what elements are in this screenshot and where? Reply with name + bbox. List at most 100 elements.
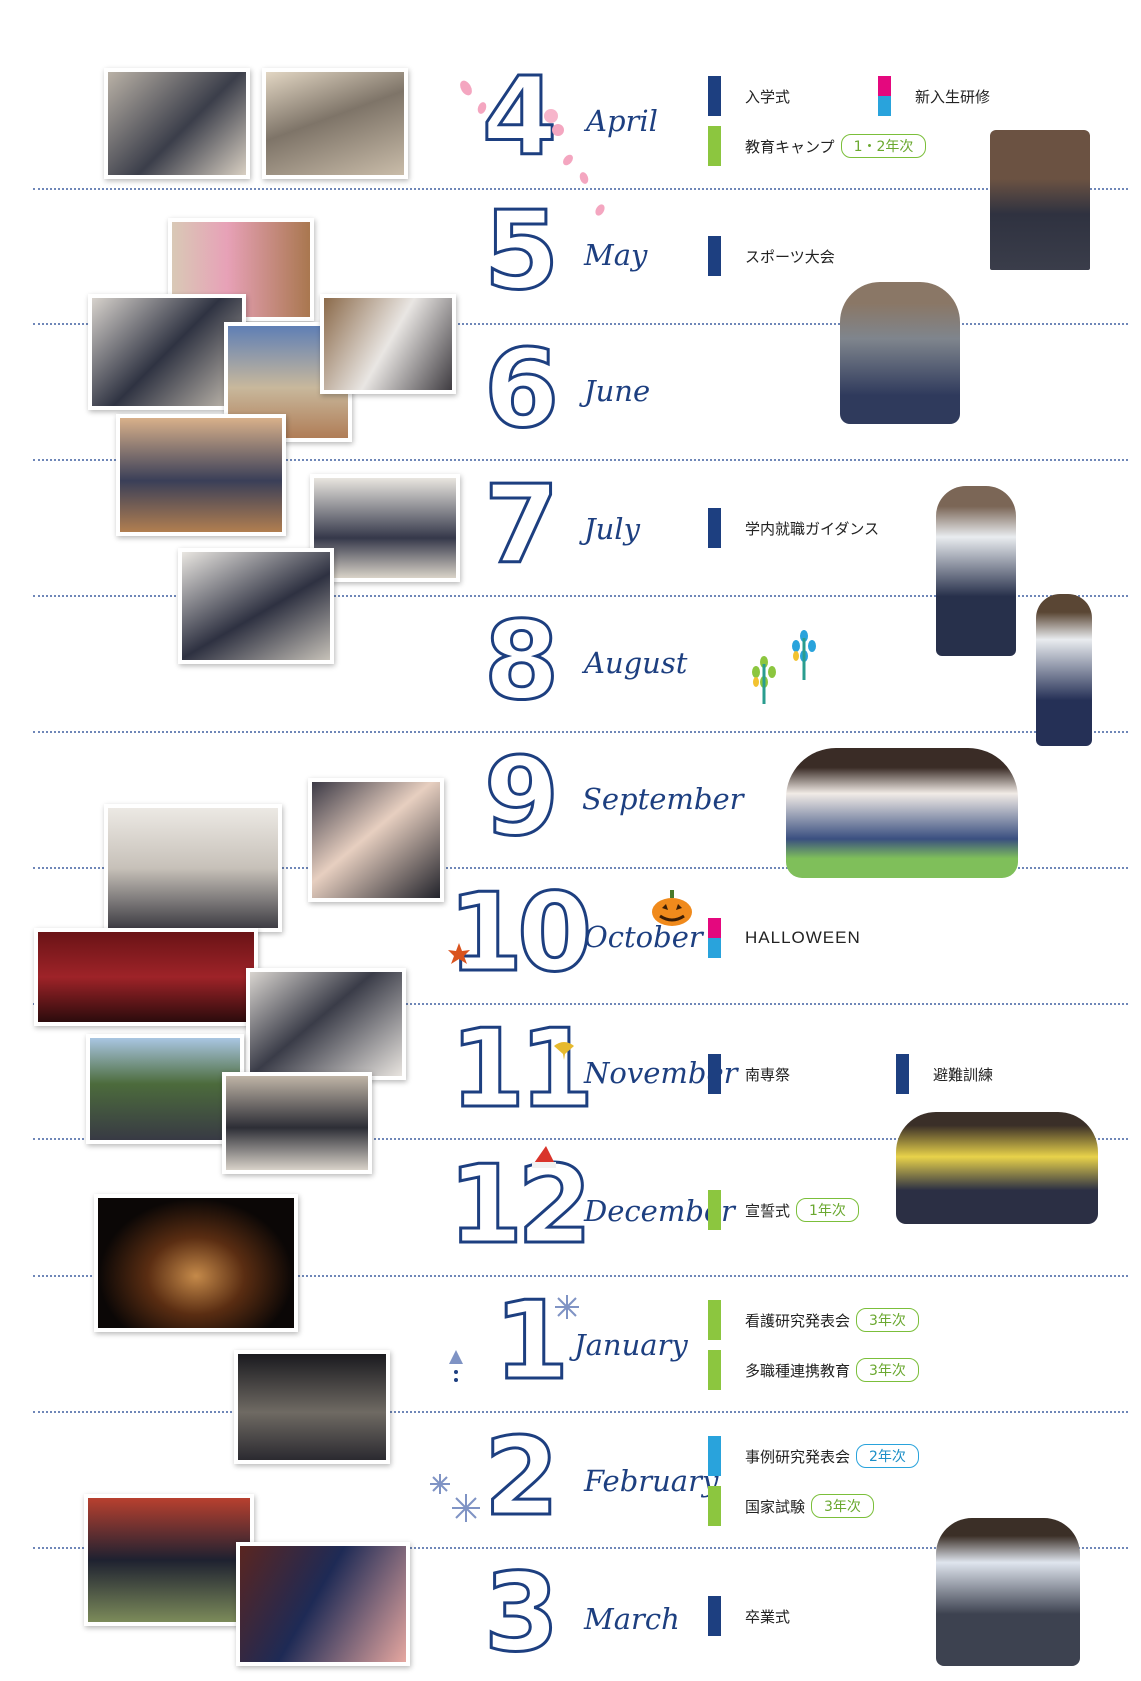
separator (33, 188, 1128, 190)
event-label: 南専祭 (745, 1065, 791, 1084)
grade-tag: 3年次 (811, 1494, 874, 1518)
month-number-may: 5 (482, 189, 560, 314)
event-shushoku-guidance: 学内就職ガイダンス (708, 508, 879, 548)
cutout-july-heart-pose (936, 486, 1016, 656)
photo-may-class (116, 414, 286, 536)
event-label: 国家試験 (745, 1497, 806, 1516)
cutout-mar-three-boys (936, 1518, 1080, 1666)
photo-sept-exhibit (104, 804, 282, 932)
tree-icon (752, 630, 816, 704)
month-number-june: 6 (482, 327, 560, 452)
photo-nov-booth (246, 968, 406, 1080)
event-marker (708, 1436, 721, 1476)
event-marker (896, 1054, 909, 1094)
event-label: 事例研究発表会 (745, 1447, 851, 1466)
month-name-april: April (586, 104, 658, 138)
separator (33, 731, 1128, 733)
photo-april-huddle (104, 68, 250, 179)
photo-nov-costume-group (222, 1072, 372, 1174)
month-number-october: 10 (446, 871, 593, 996)
cutout-sept-jumping-girls (786, 748, 1018, 878)
sakura-petal-icon (460, 80, 605, 216)
month-name-march: March (584, 1602, 680, 1636)
santa-hat-icon (532, 1146, 556, 1168)
month-name-july: July (584, 512, 640, 546)
snowflake-icon (430, 1474, 480, 1522)
grade-tag: 1・2年次 (840, 134, 927, 158)
month-number-july: 7 (482, 463, 560, 588)
grade-tag: 3年次 (856, 1308, 919, 1332)
month-name-august: August (584, 646, 688, 680)
pumpkin-icon (652, 890, 692, 926)
grade-tag: 3年次 (856, 1358, 919, 1382)
event-jirei-kenkyu: 事例研究発表会 2年次 (708, 1436, 919, 1476)
event-marker (708, 1190, 721, 1230)
month-number-january: 1 (492, 1279, 570, 1404)
event-marker (708, 236, 721, 276)
separator (33, 1275, 1128, 1277)
event-label: 多職種連携教育 (745, 1361, 851, 1380)
event-label: 学内就職ガイダンス (745, 519, 880, 538)
grade-tag: 1年次 (796, 1198, 859, 1222)
event-halloween: HALLOWEEN (708, 918, 861, 958)
month-name-june: June (584, 374, 651, 408)
event-marker (708, 76, 721, 116)
photo-oct-stage-dance (34, 928, 258, 1026)
photo-sept-friends (308, 778, 444, 902)
event-label: スポーツ大会 (745, 247, 835, 266)
event-sotsugyoshiki: 卒業式 (708, 1596, 790, 1636)
event-marker (708, 1300, 721, 1340)
photo-dec-candle-ceremony (94, 1194, 298, 1332)
event-marker (708, 126, 721, 166)
separator (33, 459, 1128, 461)
separator (33, 595, 1128, 597)
separator (33, 1411, 1128, 1413)
event-nyugakushiki: 入学式 (708, 76, 790, 116)
event-nansensai: 南専祭 (708, 1054, 790, 1094)
maple-leaf-icon (448, 943, 470, 964)
event-kyoiku-camp: 教育キャンプ 1・2年次 (708, 126, 927, 166)
event-senseishiki: 宣誓式 1年次 (708, 1190, 859, 1230)
cutout-may-jumping-boys (840, 282, 960, 424)
event-hinan-kunren: 避難訓練 (896, 1054, 993, 1094)
event-label: 卒業式 (745, 1607, 791, 1626)
ginkgo-leaf-icon (554, 1042, 574, 1060)
event-label: HALLOWEEN (745, 928, 861, 947)
month-name-october: October (584, 920, 703, 954)
event-shinnyusei-kenshu: 新入生研修 (878, 76, 990, 116)
photo-mar-diploma (236, 1542, 410, 1666)
photo-may-megaphone (320, 294, 456, 394)
event-label: 看護研究発表会 (745, 1311, 851, 1330)
event-label: 避難訓練 (933, 1065, 994, 1084)
snowflake-icon (555, 1295, 579, 1319)
month-name-september: September (582, 782, 744, 816)
photo-mar-graduation-group (84, 1494, 254, 1626)
event-tashokushu-renkei: 多職種連携教育 3年次 (708, 1350, 919, 1390)
month-name-may: May (584, 238, 648, 272)
month-number-march: 3 (482, 1551, 560, 1676)
month-number-september: 9 (482, 735, 560, 860)
separator (33, 867, 1128, 869)
event-sports-taikai: スポーツ大会 (708, 236, 835, 276)
event-marker (708, 918, 721, 958)
event-kango-kenkyu: 看護研究発表会 3年次 (708, 1300, 919, 1340)
month-name-january: January (574, 1328, 688, 1362)
photo-may-cheer (88, 294, 246, 410)
photo-nov-palm-group (86, 1034, 244, 1144)
event-marker (878, 76, 891, 116)
bird-icon (449, 1350, 463, 1382)
month-number-august: 8 (482, 599, 560, 724)
photo-july-seminar (310, 474, 460, 582)
photo-jan-presentation (234, 1350, 390, 1464)
event-label: 宣誓式 (745, 1201, 791, 1220)
grade-tag: 2年次 (856, 1444, 919, 1468)
separator (33, 1138, 1128, 1140)
photo-july-interview (178, 548, 334, 664)
cutout-july-student (1036, 594, 1092, 746)
photo-april-group (262, 68, 408, 179)
event-label: 新入生研修 (915, 87, 991, 106)
cutout-nov-pose-group (896, 1112, 1098, 1224)
event-marker (708, 1054, 721, 1094)
month-name-february: February (584, 1464, 719, 1498)
event-kokka-shiken: 国家試験 3年次 (708, 1486, 874, 1526)
